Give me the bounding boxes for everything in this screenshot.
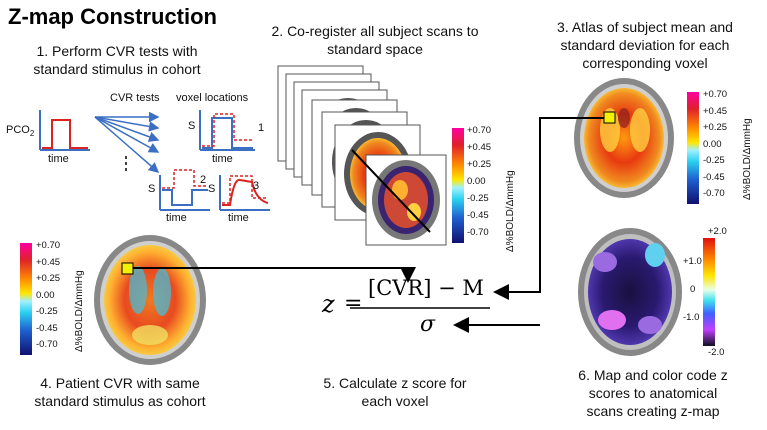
- cvr2-tick: +0.45: [467, 142, 492, 153]
- patient-brain: [94, 235, 206, 365]
- voxel-number-2: 2: [200, 174, 207, 186]
- s-label-3: S: [208, 183, 216, 195]
- voxel-response-3: [219, 175, 270, 211]
- cvr2-unit: Δ%BOLD/ΔmmHg: [505, 170, 516, 252]
- z-tick-bottom: -2.0: [708, 347, 725, 358]
- voxel-number-3: 3: [253, 180, 260, 192]
- cvr3-unit: Δ%BOLD/ΔmmHg: [742, 118, 753, 200]
- step5-line2: each voxel: [361, 393, 429, 409]
- step1-line1: 1. Perform CVR tests with: [36, 43, 198, 59]
- cvr2-tick: -0.70: [467, 227, 489, 238]
- step3-line3: corresponding voxel: [582, 55, 708, 71]
- z-tick: 0: [690, 284, 696, 295]
- step3-line1: 3. Atlas of subject mean and: [557, 19, 733, 35]
- time-label-3: time: [228, 212, 249, 224]
- time-label-1: time: [212, 153, 233, 165]
- step2-line1: 2. Co-register all subject scans to: [271, 23, 479, 39]
- voxel-response-1: [199, 110, 255, 151]
- cvr4-tick: -0.45: [36, 322, 58, 334]
- voxel-response-2: [159, 169, 210, 211]
- cvr2-tick: +0.25: [467, 159, 492, 170]
- patient-to-formula-arrow: [133, 267, 416, 283]
- cvr4-tick: +0.45: [36, 256, 61, 268]
- step5-line1: 5. Calculate z score for: [323, 375, 467, 391]
- cvr-test-arrows: [94, 111, 160, 173]
- cvr2-tick: -0.25: [467, 193, 489, 204]
- formula-z: z: [322, 290, 335, 318]
- step3-caption: 3. Atlas of subject mean and standard de…: [535, 18, 755, 72]
- z-tick: -1.0: [683, 312, 700, 323]
- cvr4-tick: +0.70: [36, 240, 61, 251]
- voxel-number-1: 1: [258, 122, 265, 134]
- pco2-subscript: 2: [29, 129, 35, 139]
- step6-line3: scans creating z-map: [586, 403, 720, 419]
- step2-caption: 2. Co-register all subject scans to stan…: [240, 22, 510, 58]
- cvr4-unit: Δ%BOLD/ΔmmHg: [74, 270, 85, 352]
- cvr2-tick: 0.00: [467, 176, 486, 187]
- cvr3-tick: -0.25: [703, 155, 725, 166]
- step4-line2: standard stimulus as cohort: [34, 393, 206, 409]
- cvr3-tick: +0.45: [703, 105, 728, 117]
- atlas-to-mean-arrow: [493, 117, 604, 300]
- time-label-pco2: time: [48, 153, 69, 165]
- step6-line1: 6. Map and color code z: [578, 367, 728, 383]
- cvr4-tick: -0.70: [36, 339, 58, 350]
- s-label-1: S: [188, 120, 196, 132]
- pco2-stimulus-graph: [39, 110, 90, 151]
- time-label-2: time: [166, 212, 187, 224]
- cvr3-tick: 0.00: [703, 138, 722, 150]
- step6-line2: scores to anatomical: [588, 385, 718, 401]
- cvr4-tick: -0.25: [36, 306, 58, 317]
- formula-equals: =: [344, 291, 363, 316]
- pco2-curve: [42, 119, 88, 149]
- cvr-colorbar-3: [687, 92, 699, 204]
- pco2-text: PCO: [6, 124, 30, 136]
- zmap-brain: [578, 228, 682, 356]
- atlas-voxel-marker: [603, 111, 616, 124]
- formula-numerator: [CVR] − M: [368, 276, 484, 300]
- cvr3-tick: +0.25: [703, 122, 728, 133]
- page-title: Z-map Construction: [8, 4, 217, 29]
- step1-line2: standard stimulus in cohort: [33, 61, 201, 77]
- cvr3-tick: -0.70: [703, 188, 725, 199]
- step6-caption: 6. Map and color code z scores to anatom…: [548, 366, 758, 420]
- cvr-colorbar-4: [20, 243, 32, 355]
- atlas-brain: [574, 78, 674, 198]
- cvr3-tick: +0.70: [703, 89, 728, 100]
- voxel-locations-label: voxel locations: [176, 92, 249, 104]
- step4-line1: 4. Patient CVR with same: [40, 375, 200, 391]
- pco2-label: PCO2: [6, 124, 34, 138]
- cvr3-ticks: +0.70 +0.45 +0.25 0.00 -0.25 -0.45 -0.70: [703, 89, 727, 205]
- patient-voxel-marker: [121, 262, 134, 275]
- cvr2-ticks: +0.70 +0.45 +0.25 0.00 -0.25 -0.45 -0.70: [467, 125, 491, 244]
- cvr4-ticks: +0.70 +0.45 +0.25 0.00 -0.25 -0.45 -0.70: [36, 240, 60, 356]
- s-label-2: S: [148, 183, 156, 195]
- step1-caption: 1. Perform CVR tests with standard stimu…: [12, 42, 222, 78]
- step4-caption: 4. Patient CVR with same standard stimul…: [10, 374, 230, 410]
- z-tick-top: +2.0: [708, 226, 727, 237]
- cvr2-tick: -0.45: [467, 210, 489, 221]
- cvr4-tick: 0.00: [36, 289, 55, 301]
- step2-line2: standard space: [327, 41, 423, 57]
- cvr2-tick: +0.70: [467, 125, 492, 136]
- cvr-colorbar-2: [452, 128, 464, 243]
- cvr4-tick: +0.25: [36, 273, 61, 284]
- cvr-tests-label: CVR tests: [110, 92, 160, 104]
- formula-denominator: σ: [420, 312, 436, 337]
- step5-caption: 5. Calculate z score for each voxel: [310, 374, 480, 410]
- z-tick: +1.0: [683, 256, 702, 267]
- cvr3-tick: -0.45: [703, 171, 725, 183]
- step3-line2: standard deviation for each: [560, 37, 730, 53]
- coregistered-scan-stack: [277, 65, 447, 246]
- z-colorbar: [703, 238, 715, 346]
